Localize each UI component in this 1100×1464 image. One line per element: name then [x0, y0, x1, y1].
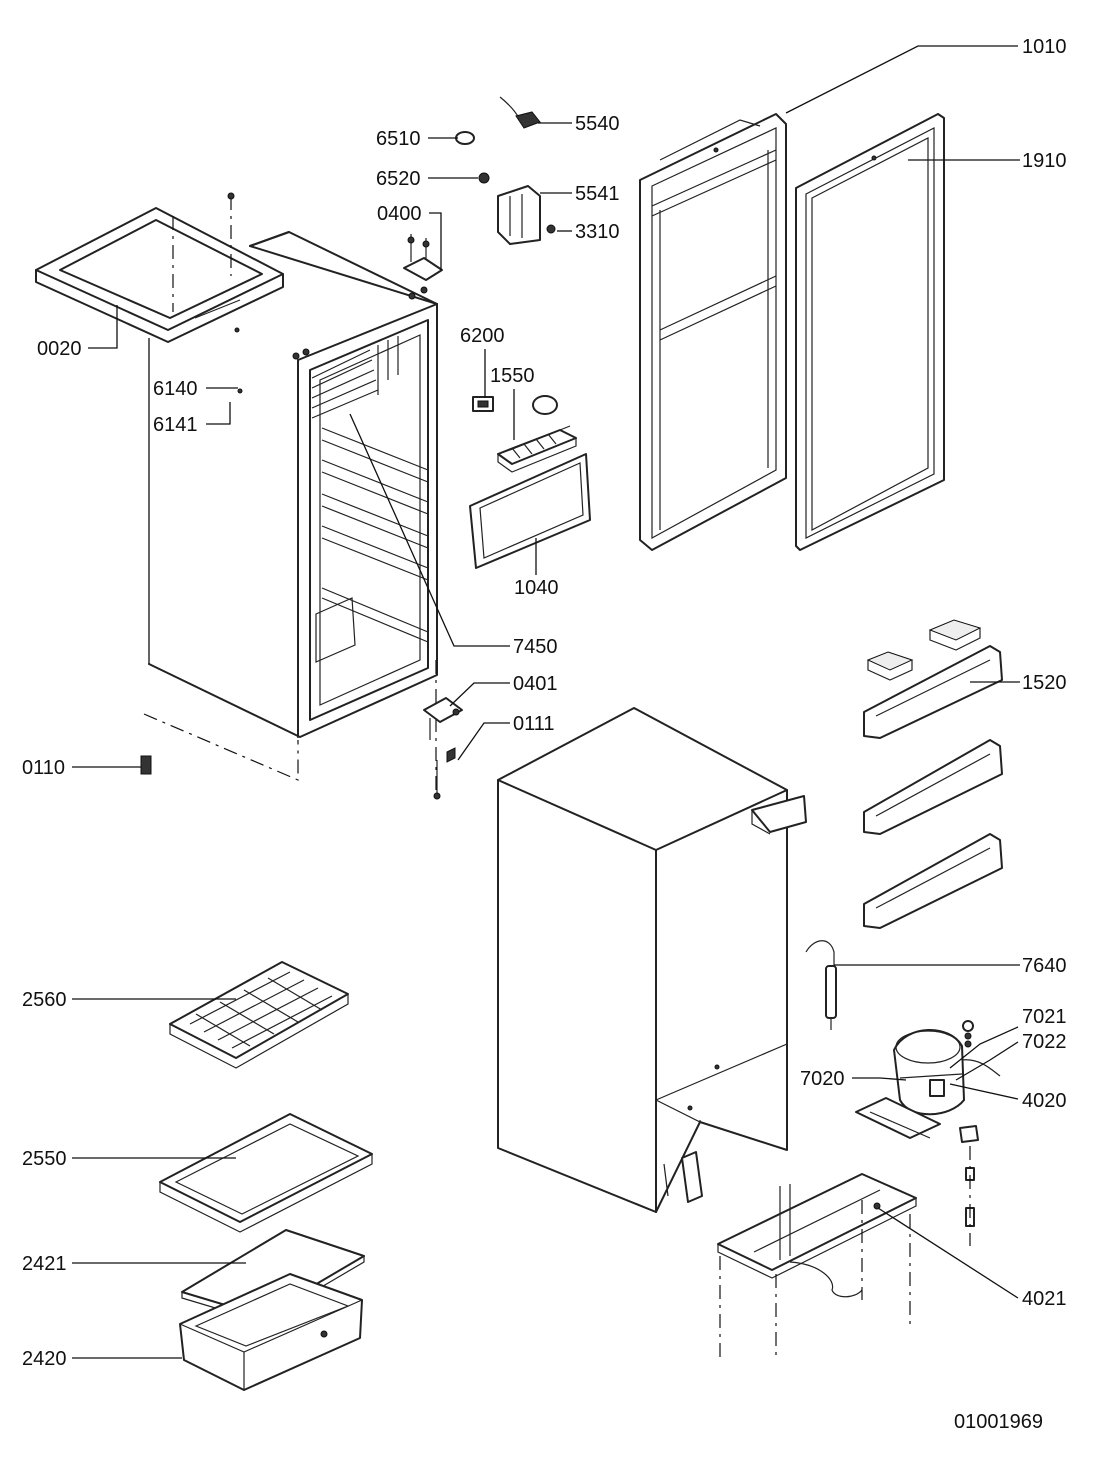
label-6510: 6510 [376, 128, 421, 150]
label-2550: 2550 [22, 1148, 67, 1170]
label-3310: 3310 [575, 221, 620, 243]
label-2421: 2421 [22, 1253, 67, 1275]
label-2420: 2420 [22, 1348, 67, 1370]
switch-and-egg-tray-drawing [472, 395, 577, 473]
base-plate-drawing [717, 1173, 917, 1360]
label-0110: 0110 [22, 757, 65, 779]
label-1040: 1040 [514, 577, 559, 599]
shelf-drawing [159, 1113, 373, 1233]
label-6140: 6140 [153, 378, 198, 400]
lower-cabinet-drawing [497, 707, 807, 1213]
feet-drawing [140, 388, 243, 775]
drawing-number: 01001969 [954, 1411, 1043, 1433]
label-0020: 0020 [37, 338, 82, 360]
part-labels: 1010 1910 5540 6510 6520 5541 3310 0400 … [22, 36, 1067, 1433]
upper-hinge-drawing [403, 234, 443, 281]
label-0400: 0400 [377, 203, 422, 225]
door-shelves-drawing [863, 619, 1003, 929]
label-6200: 6200 [460, 325, 505, 347]
label-1520: 1520 [1022, 672, 1067, 694]
lower-hinge-drawing [423, 697, 463, 800]
label-4021: 4021 [1022, 1288, 1067, 1310]
top-cover-drawing [35, 192, 284, 343]
label-5540: 5540 [575, 113, 620, 135]
control-parts-drawing [455, 96, 556, 245]
label-1550: 1550 [490, 365, 535, 387]
label-7021: 7021 [1022, 1006, 1067, 1028]
label-2560: 2560 [22, 989, 67, 1011]
freezer-flap-drawing [469, 453, 591, 569]
door-gasket-drawing [795, 113, 945, 551]
compressor-drawing [855, 1020, 1001, 1246]
leader-lines [72, 45, 1020, 1359]
label-7022: 7022 [1022, 1031, 1067, 1053]
label-0111: 0111 [513, 713, 555, 735]
label-5541: 5541 [575, 183, 620, 205]
door-outer-drawing [639, 113, 787, 551]
crisper-drawer-drawing [179, 1273, 363, 1391]
label-7020: 7020 [800, 1068, 845, 1090]
label-1910: 1910 [1022, 150, 1067, 172]
label-6520: 6520 [376, 168, 421, 190]
ice-tray-drawing [169, 961, 349, 1069]
label-1010: 1010 [1022, 36, 1067, 58]
label-6141: 6141 [153, 414, 198, 436]
label-7450: 7450 [513, 636, 558, 658]
label-7640: 7640 [1022, 955, 1067, 977]
cabinet-body-drawing [143, 231, 438, 800]
label-4020: 4020 [1022, 1090, 1067, 1112]
label-0401: 0401 [513, 673, 558, 695]
dryer-filter-drawing [805, 940, 837, 1030]
